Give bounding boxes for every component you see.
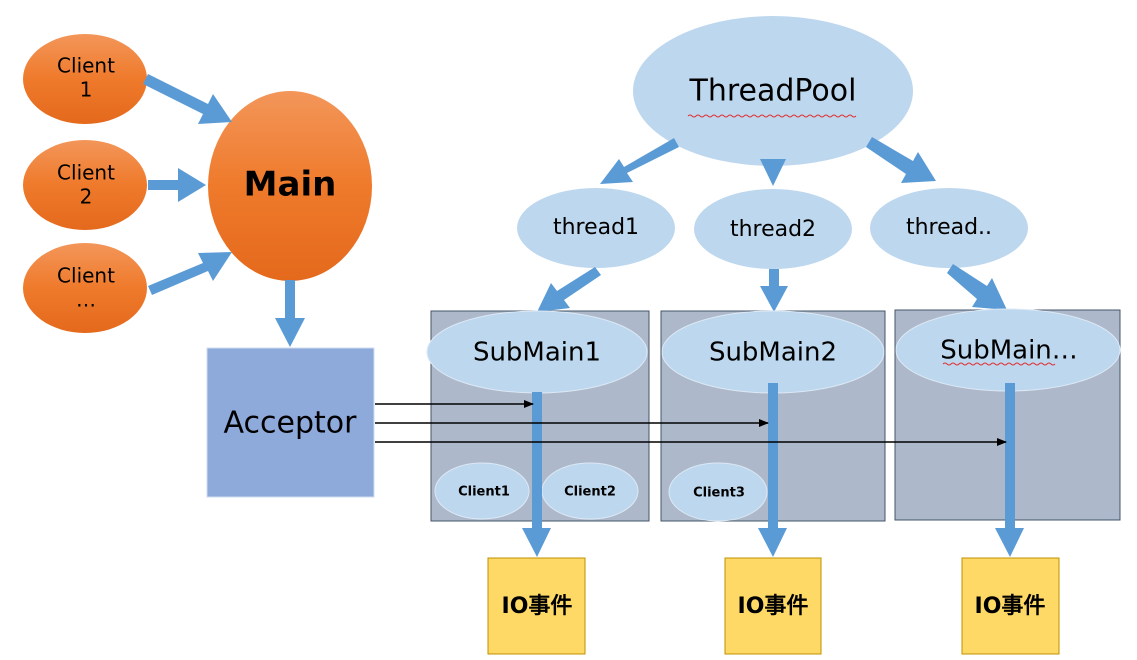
- spellcheck-underline: [687, 114, 857, 118]
- thread-to-submain-arrows: [537, 264, 1007, 312]
- acceptor-dispatch-lines: [375, 400, 1007, 446]
- arrow-client1-to-main: [143, 74, 232, 124]
- arrow-thread2-to-submain2: [760, 269, 788, 312]
- arrow-pool-to-thread2: [760, 159, 786, 186]
- submain-1-client-2-label: Client2: [564, 485, 616, 500]
- io-event-1-label: IO事件: [502, 593, 573, 619]
- arrow-submainmore-to-io: [995, 383, 1024, 557]
- threadpool-label: ThreadPool: [689, 74, 857, 109]
- io-event-2-label: IO事件: [738, 593, 809, 619]
- thread-node-more: thread..: [870, 188, 1028, 268]
- arrow-submain1-to-io: [522, 392, 551, 557]
- arrow-submain2-to-io: [758, 383, 787, 557]
- thread-node-more-label: thread..: [906, 215, 992, 240]
- thread-node-1: thread1: [517, 188, 675, 268]
- arrow-thread1-to-submain1: [537, 267, 601, 312]
- arrow-pool-to-threadmore: [866, 137, 936, 183]
- client-node-1-line1: Client: [57, 54, 115, 78]
- acceptor-label: Acceptor: [224, 406, 358, 441]
- submain-2-client-1: [668, 462, 768, 522]
- io-event-box-2: IO事件: [724, 557, 822, 655]
- thread-node-2: thread2: [694, 189, 852, 269]
- client-node-more: Client …: [23, 243, 147, 333]
- client-node-1: Client 1: [23, 34, 147, 124]
- thread-node-1-label: thread1: [553, 215, 639, 240]
- submain-1-label: SubMain1: [473, 338, 601, 368]
- client-node-more-line2: …: [76, 288, 96, 312]
- thread-node-2-label: thread2: [730, 217, 816, 242]
- acceptor-node: Acceptor: [206, 347, 375, 498]
- client-node-2-line2: 2: [80, 185, 93, 209]
- io-event-3-label: IO事件: [975, 593, 1046, 619]
- arrow-pool-to-thread1: [600, 138, 679, 184]
- arrow-clientmore-to-main: [148, 252, 232, 295]
- submain-1-client-1: [434, 462, 530, 520]
- client-node-2-line1: Client: [57, 161, 115, 185]
- threadpool-node: ThreadPool: [633, 16, 913, 166]
- client-node-1-line2: 1: [80, 78, 93, 102]
- client-node-2: Client 2: [23, 140, 147, 230]
- submain-1-client-1-label: Client1: [458, 485, 510, 500]
- main-node: Main: [208, 91, 372, 281]
- threadpool-to-threads-arrows: [600, 137, 936, 186]
- arrow-threadmore-to-submainmore: [947, 264, 1007, 310]
- client-node-more-line1: Client: [57, 264, 115, 288]
- arrow-client2-to-main: [148, 168, 206, 202]
- submain-2-client-1-label: Client3: [693, 486, 745, 501]
- submain-2-label: SubMain2: [709, 338, 837, 368]
- io-event-box-3: IO事件: [961, 557, 1060, 655]
- arrow-main-to-acceptor: [275, 280, 305, 347]
- submain-to-io-arrows: [522, 383, 1024, 557]
- main-label: Main: [244, 165, 337, 205]
- submain-more-label: SubMain…: [940, 336, 1078, 366]
- spellcheck-underline-submain: [942, 362, 1056, 366]
- client-to-main-arrows: [143, 74, 232, 295]
- io-event-box-1: IO事件: [487, 557, 586, 655]
